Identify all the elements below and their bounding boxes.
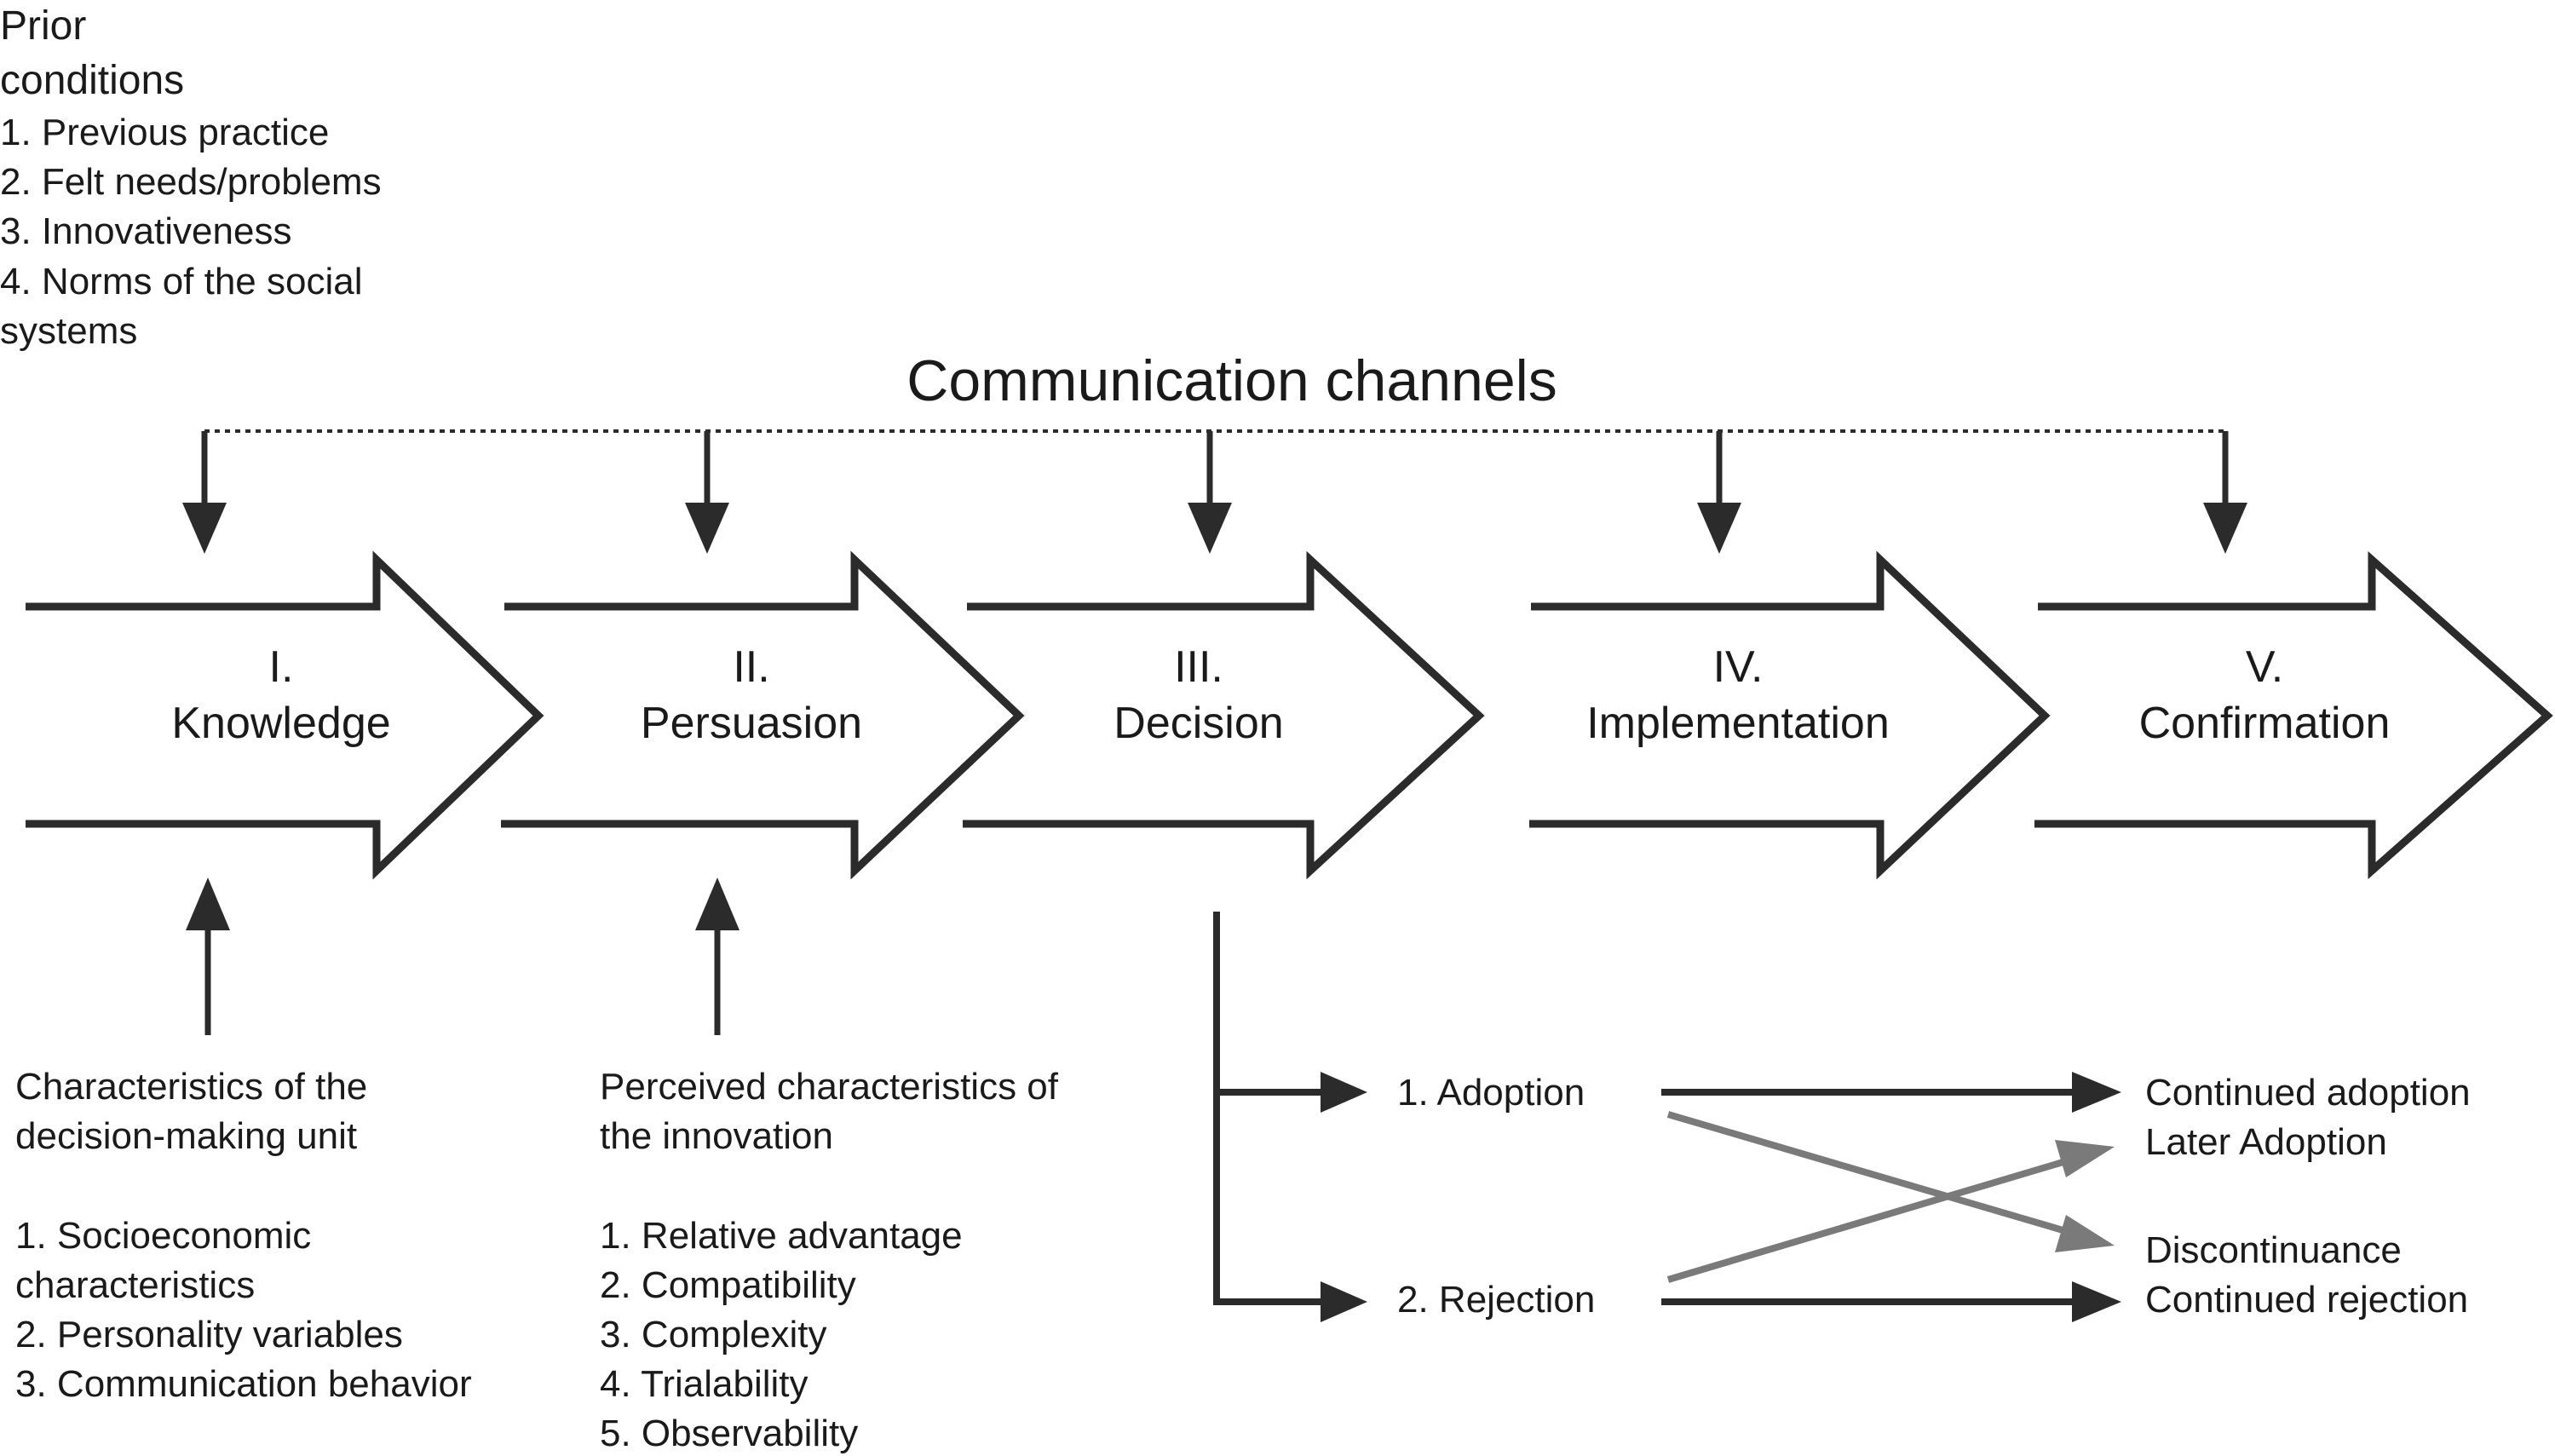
up-arrow-decision-unit [186,878,230,1035]
decision-branch: 1. Adoption 2. Rejection [1213,912,1595,1322]
continued-adoption-label: Continued adoption [2145,1072,2471,1114]
decision-unit-item: characteristics [15,1264,255,1306]
decision-unit-item: 1. Socioeconomic [15,1215,311,1257]
decision-unit-item: 3. Communication behavior [15,1363,472,1405]
prior-condition-item: 3. Innovativeness [0,210,291,252]
discontinuance-label: Discontinuance [2145,1229,2402,1271]
decision-unit-characteristics: Characteristics of the decision-making u… [15,1066,472,1405]
communication-channels-label: Communication channels [906,348,1557,413]
adoption-branch-arrowhead [1321,1072,1367,1113]
decision-unit-heading: Characteristics of the [15,1066,367,1108]
channel-arrow-confirmation [2203,431,2247,554]
stage-name: Confirmation [2139,699,2391,748]
later-adoption-label: Later Adoption [2145,1121,2387,1163]
channel-arrow-persuasion [685,431,729,554]
decision-unit-item: 2. Personality variables [15,1314,403,1355]
adoption-to-continued-adoption-arrow [1661,1072,2121,1113]
channel-arrow-decision [1188,431,1232,554]
up-arrow-innovation [695,878,739,1035]
innovation-heading: the innovation [600,1115,833,1157]
rejection-to-later-adoption-arrow [1666,1140,2115,1283]
stage-numeral: I. [269,642,294,692]
stage-numeral: II. [733,642,769,692]
adoption-label: 1. Adoption [1397,1072,1585,1114]
decision-unit-heading: decision-making unit [15,1115,357,1157]
stage-numeral: III. [1174,642,1223,692]
prior-condition-item: 2. Felt needs/problems [0,161,382,203]
prior-conditions-heading-line2: conditions [0,58,184,103]
rejection-to-continued-rejection-arrow [1661,1281,2121,1322]
adoption-to-discontinuance-arrow [1666,1111,2115,1252]
innovation-characteristics: Perceived characteristics of the innovat… [600,1066,1059,1454]
prior-conditions-heading-line1: Prior [0,3,86,49]
prior-condition-item: 1. Previous practice [0,112,329,153]
prior-conditions: Prior conditions 1. Previous practice 2.… [0,3,382,352]
stage-arrow-implementation: IV. Implementation [1529,550,2051,880]
stage-arrows: I. Knowledge II. Persuasion III. Decisio… [26,550,2553,880]
outcome-labels: Continued adoption Later Adoption Discon… [2145,1072,2471,1321]
innovation-item: 5. Observability [600,1413,858,1454]
channel-arrow-implementation [1697,431,1741,554]
channel-arrow-knowledge [182,431,227,554]
innovation-item: 1. Relative advantage [600,1215,963,1257]
stage-name: Persuasion [641,699,862,748]
stage-arrow-persuasion: II. Persuasion [501,550,1025,880]
stage-numeral: IV. [1713,642,1764,692]
stage-name: Knowledge [171,699,390,748]
prior-condition-item: 4. Norms of the social [0,261,363,302]
stage-arrow-decision: III. Decision [963,550,1485,880]
innovation-item: 2. Compatibility [600,1264,856,1306]
continued-rejection-label: Continued rejection [2145,1279,2468,1321]
innovation-heading: Perceived characteristics of [600,1066,1059,1108]
stage-arrow-knowledge: I. Knowledge [26,550,544,880]
outcome-arrows [1661,1072,2121,1322]
stage-numeral: V. [2246,642,2283,692]
rejection-branch-arrowhead [1321,1281,1367,1322]
stage-name: Decision [1113,699,1283,748]
rejection-label: 2. Rejection [1397,1279,1595,1321]
stage-arrow-confirmation: V. Confirmation [2034,550,2553,879]
prior-condition-item: systems [0,310,137,352]
innovation-item: 3. Complexity [600,1314,827,1355]
innovation-item: 4. Trialability [600,1363,809,1405]
stage-name: Implementation [1586,699,1890,748]
channel-arrows [182,431,2247,554]
